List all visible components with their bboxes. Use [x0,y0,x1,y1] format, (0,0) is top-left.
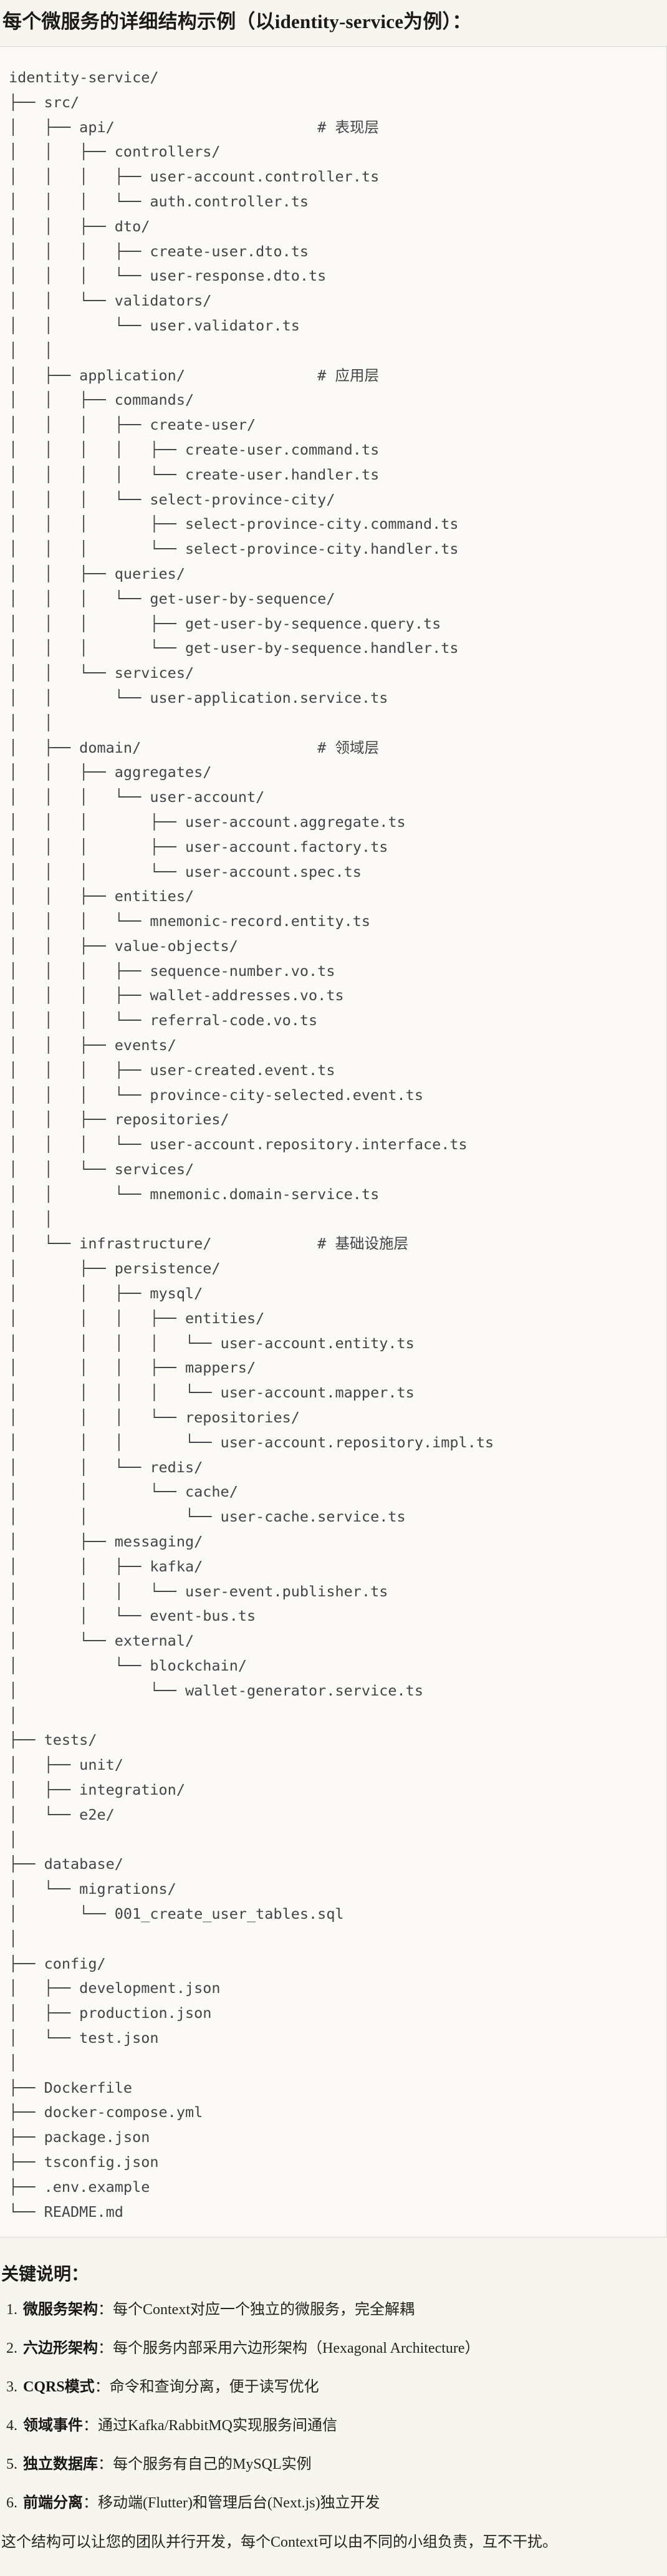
key-notes-section: 关键说明： 1. 微服务架构：每个Context对应一个独立的微服务，完全解耦 2… [1,2262,667,2553]
note-text: ：命令和查询分离，便于读写优化 [94,2379,319,2396]
note-number: 5. [6,2456,17,2473]
note-number: 4. [6,2418,17,2434]
note-number: 2. [6,2340,17,2357]
note-item-hexagonal: 2. 六边形架构：每个服务内部采用六边形架构（Hexagonal Architec… [6,2338,667,2359]
closing-paragraph: 这个结构可以让您的团队并行开发，每个Context可以由不同的小组负责，互不干扰… [1,2534,557,2551]
note-item-frontend: 6. 前端分离：移动端(Flutter)和管理后台(Next.js)独立开发 [6,2493,667,2514]
note-text: ：每个Context对应一个独立的微服务，完全解耦 [98,2302,415,2318]
note-text: ：移动端(Flutter)和管理后台(Next.js)独立开发 [83,2495,380,2512]
note-item-domain-events: 4. 领域事件：通过Kafka/RabbitMQ实现服务间通信 [6,2416,667,2436]
note-label: 前端分离 [23,2495,83,2512]
note-label: CQRS模式 [23,2379,95,2396]
notes-heading: 关键说明： [1,2265,89,2285]
page-title: 每个微服务的详细结构示例（以identity-service为例）： [2,11,472,32]
note-number: 6. [6,2495,17,2512]
note-item-database: 5. 独立数据库：每个服务有自己的MySQL实例 [6,2454,667,2475]
note-item-microservice: 1. 微服务架构：每个Context对应一个独立的微服务，完全解耦 [6,2300,667,2320]
note-number: 1. [6,2302,17,2318]
note-text: ：每个服务有自己的MySQL实例 [98,2456,312,2473]
note-text: ：每个服务内部采用六边形架构（Hexagonal Architecture） [98,2340,480,2357]
note-label: 独立数据库 [23,2456,98,2473]
directory-tree-code-block: identity-service/ ├── src/ │ ├── api/ # … [0,46,667,2238]
note-label: 领域事件 [23,2418,83,2434]
note-item-cqrs: 3. CQRS模式：命令和查询分离，便于读写优化 [6,2377,667,2398]
note-text: ：通过Kafka/RabbitMQ实现服务间通信 [83,2418,337,2434]
note-label: 六边形架构 [23,2340,98,2357]
note-label: 微服务架构 [23,2302,98,2318]
note-number: 3. [6,2379,17,2396]
